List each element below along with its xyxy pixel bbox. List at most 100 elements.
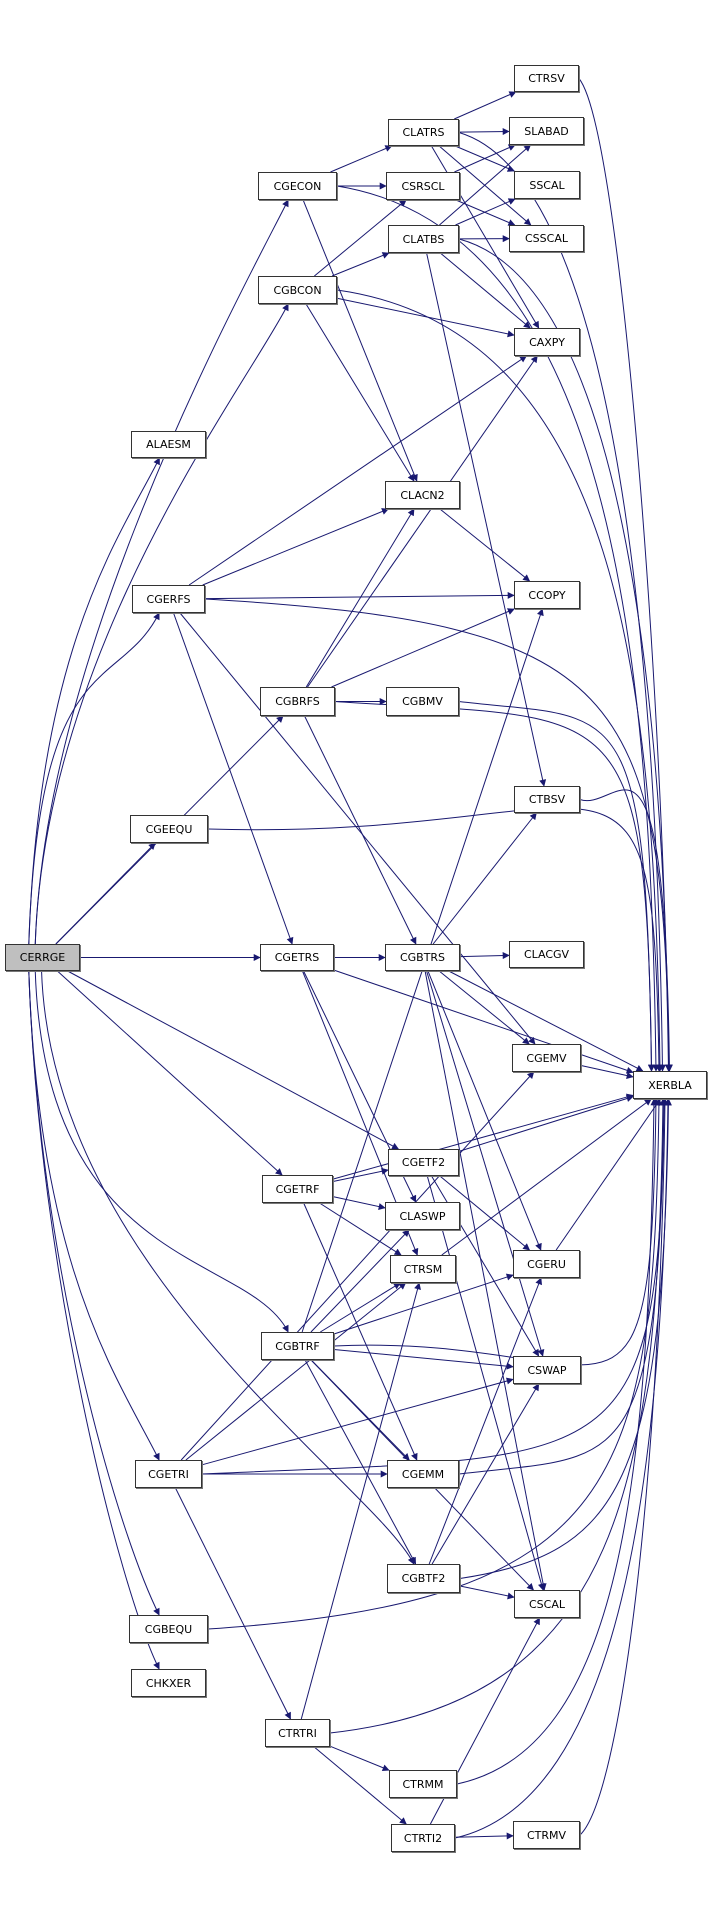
- edge-cgbcon-to-clatbs: [331, 252, 390, 277]
- edge-ctbsv-to-xerbla: [579, 789, 673, 1072]
- node-clatbs[interactable]: CLATBS: [388, 225, 459, 253]
- node-ccopy[interactable]: CCOPY: [514, 581, 580, 609]
- node-chkxer[interactable]: CHKXER: [131, 1669, 206, 1697]
- edge-cgbtf2-to-cscal: [459, 1585, 515, 1600]
- edge-cgetrs-to-xerbla: [333, 969, 634, 1074]
- edge-cerrge-to-cgeequ: [55, 842, 156, 945]
- edge-ctrtri-to-ctrsm: [300, 1282, 421, 1720]
- node-cgemv[interactable]: CGEMV: [512, 1044, 581, 1072]
- node-cgetri[interactable]: CGETRI: [135, 1460, 202, 1488]
- edge-cgerfs-to-clacn2: [202, 508, 389, 586]
- edge-cgetri-to-cgemv: [180, 1071, 535, 1461]
- edge-cgeru-to-xerbla: [555, 1098, 661, 1251]
- node-ctrmm[interactable]: CTRMM: [389, 1770, 457, 1798]
- edge-cgbtf2-to-cswap: [431, 1383, 540, 1565]
- node-cgecon[interactable]: CGECON: [258, 172, 337, 200]
- node-cgemm[interactable]: CGEMM: [387, 1460, 459, 1488]
- node-caxpy[interactable]: CAXPY: [514, 328, 580, 356]
- edge-cgeequ-to-xerbla: [207, 807, 663, 1072]
- node-cgetrs[interactable]: CGETRS: [260, 944, 334, 971]
- edge-cgetrf-to-cgemm: [303, 1202, 418, 1461]
- edge-clatbs-to-ctbsv: [426, 252, 547, 787]
- node-cgeru[interactable]: CGERU: [513, 1250, 580, 1278]
- edge-cgbtrs-to-cswap: [426, 970, 545, 1357]
- edge-cerrge-to-cgetri: [28, 970, 160, 1461]
- node-clacn2[interactable]: CLACN2: [385, 481, 460, 509]
- node-cgbrfs[interactable]: CGBRFS: [260, 687, 335, 716]
- node-cgeequ[interactable]: CGEEQU: [130, 815, 208, 843]
- node-ctrtri[interactable]: CTRTRI: [265, 1719, 330, 1747]
- edge-cerrge-to-cgbequ: [28, 970, 160, 1616]
- node-cerrge[interactable]: CERRGE: [5, 944, 80, 971]
- node-csrscl[interactable]: CSRSCL: [386, 172, 460, 200]
- node-ctbsv[interactable]: CTBSV: [514, 786, 580, 813]
- edge-ctrti2-to-xerbla: [454, 1098, 672, 1839]
- node-cgbmv[interactable]: CGBMV: [386, 687, 459, 716]
- edge-ctrsm-to-xerbla: [441, 1098, 652, 1256]
- edge-cgetri-to-ctrsm: [185, 1282, 407, 1461]
- edge-cerrge-to-cgetrf: [57, 970, 283, 1176]
- edge-cgbtrf-to-cgbtf2: [304, 1359, 417, 1565]
- node-csscal[interactable]: CSSCAL: [509, 225, 584, 252]
- edge-cerrge-to-cgecon: [34, 199, 289, 945]
- edge-cgbtrf-to-ctrsm: [320, 1282, 401, 1333]
- node-clacgv[interactable]: CLACGV: [509, 941, 584, 968]
- edge-cgbcon-to-caxpy: [336, 297, 515, 338]
- edge-csrscl-to-slabad: [454, 144, 516, 173]
- edge-cgemm-to-xerbla: [458, 1098, 668, 1475]
- edge-cgbtrs-to-cgeru: [427, 970, 542, 1251]
- edge-cgbmv-to-xerbla: [458, 701, 655, 1072]
- edge-cgbequ-to-xerbla: [207, 1098, 663, 1630]
- edge-cgbtrf-to-cswap: [333, 1349, 514, 1370]
- edge-cgerfs-to-cgetrs: [173, 612, 294, 945]
- node-cgerfs[interactable]: CGERFS: [132, 585, 205, 613]
- edge-ctrtri-to-xerbla: [329, 1098, 667, 1734]
- edge-ctrsv-to-xerbla: [578, 78, 672, 1072]
- edge-ctrtri-to-ctrmm: [329, 1745, 390, 1772]
- edge-cgecon-to-xerbla: [336, 185, 660, 1072]
- edge-cgetri-to-cswap: [201, 1377, 514, 1466]
- node-cgbtf2[interactable]: CGBTF2: [387, 1564, 460, 1593]
- edge-cgbcon-to-csrscl: [314, 199, 407, 277]
- node-ctrsv[interactable]: CTRSV: [514, 65, 579, 92]
- edge-cgbrfs-to-caxpy: [307, 355, 538, 688]
- edge-clatbs-to-caxpy: [439, 252, 531, 329]
- node-clatrs[interactable]: CLATRS: [388, 119, 459, 146]
- edge-cgbtrf-to-xerbla: [333, 1098, 660, 1366]
- edge-cgerfs-to-xerbla: [204, 598, 673, 1072]
- node-cgbcon[interactable]: CGBCON: [258, 276, 337, 304]
- edge-cgetf2-to-cscal: [426, 1175, 545, 1591]
- edge-cgbrfs-to-clacn2: [305, 508, 415, 688]
- edge-cgbcon-to-clacn2: [305, 303, 415, 482]
- node-ctrmv[interactable]: CTRMV: [513, 1821, 580, 1849]
- edge-cgbtrs-to-cgemv: [438, 970, 530, 1045]
- edge-cgbtrs-to-cscal: [424, 970, 547, 1591]
- edge-cerrge-to-cgbtrf: [34, 970, 289, 1333]
- node-sscal[interactable]: SSCAL: [514, 171, 580, 199]
- edge-cgetrf-to-ctrsm: [319, 1202, 402, 1256]
- node-alaesm[interactable]: ALAESM: [131, 431, 206, 458]
- edge-ctrti2-to-ctrmv: [454, 1832, 514, 1840]
- node-cgetrf[interactable]: CGETRF: [262, 1175, 333, 1203]
- edge-cgbtrf-to-claswp: [310, 1229, 410, 1333]
- node-ctrti2[interactable]: CTRTI2: [391, 1824, 455, 1852]
- edge-cgbtrs-to-ctbsv: [432, 812, 537, 945]
- edge-cgbtrs-to-clacgv: [459, 952, 510, 960]
- node-cgbequ[interactable]: CGBEQU: [129, 1615, 208, 1643]
- node-xerbla[interactable]: XERBLA: [633, 1071, 707, 1099]
- edge-cgecon-to-clatrs: [330, 145, 393, 173]
- edge-cgbrfs-to-cgbtrs: [304, 715, 417, 945]
- node-cswap[interactable]: CSWAP: [513, 1356, 581, 1384]
- node-cscal[interactable]: CSCAL: [514, 1590, 580, 1618]
- node-cgbtrs[interactable]: CGBTRS: [385, 944, 460, 971]
- edge-cgetf2-to-cgeru: [439, 1175, 531, 1251]
- node-slabad[interactable]: SLABAD: [509, 117, 584, 145]
- edge-ctrmv-to-xerbla: [579, 1098, 669, 1836]
- node-claswp[interactable]: CLASWP: [385, 1202, 460, 1230]
- node-cgbtrf[interactable]: CGBTRF: [261, 1332, 334, 1360]
- node-ctrsm[interactable]: CTRSM: [390, 1255, 456, 1283]
- node-cgetf2[interactable]: CGETF2: [388, 1149, 459, 1176]
- edge-cgetrf-to-xerbla: [332, 1093, 634, 1180]
- edge-cgetri-to-ctrtri: [175, 1487, 291, 1720]
